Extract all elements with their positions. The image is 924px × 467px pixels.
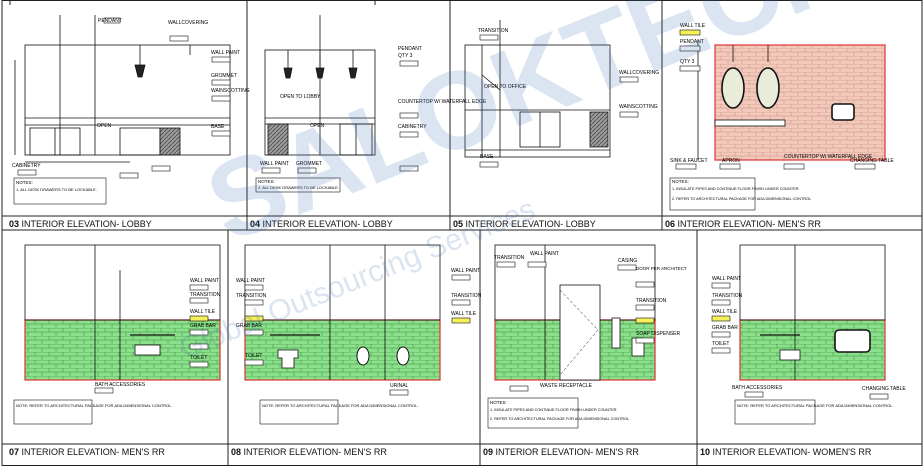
caption-08: 08 INTERIOR ELEVATION- MEN'S RR bbox=[231, 447, 387, 457]
svg-text:OPEN: OPEN bbox=[310, 123, 325, 129]
label-pendant-03: PENDANT bbox=[98, 18, 122, 24]
caption-10: 10 INTERIOR ELEVATION- WOMEN'S RR bbox=[700, 447, 872, 457]
svg-text:NOTES:: NOTES: bbox=[490, 400, 507, 405]
svg-text:COUNTERTOP W/ WATERFALL EDGE: COUNTERTOP W/ WATERFALL EDGE bbox=[398, 99, 487, 105]
caption-09: 09 INTERIOR ELEVATION- MEN'S RR bbox=[483, 447, 639, 457]
svg-text:BASE: BASE bbox=[211, 124, 225, 130]
svg-text:WALLCOVERING: WALLCOVERING bbox=[168, 20, 208, 26]
svg-text:NOTE: REFER TO ARCHITECTURAL P: NOTE: REFER TO ARCHITECTURAL PACKAGE FOR… bbox=[737, 403, 894, 408]
svg-text:WALL PAINT: WALL PAINT bbox=[260, 161, 289, 167]
svg-text:TOILET: TOILET bbox=[190, 355, 207, 361]
svg-text:PENDANT: PENDANT bbox=[398, 46, 422, 52]
svg-text:CABINETRY: CABINETRY bbox=[398, 124, 427, 130]
svg-text:WALL TILE: WALL TILE bbox=[712, 309, 738, 315]
svg-text:CHANGING TABLE: CHANGING TABLE bbox=[862, 386, 906, 392]
caption-03: 03 INTERIOR ELEVATION- LOBBY bbox=[9, 219, 152, 229]
svg-text:APRON: APRON bbox=[722, 158, 740, 164]
svg-text:SOAP DISPENSER: SOAP DISPENSER bbox=[636, 331, 680, 337]
svg-text:NOTES:: NOTES: bbox=[672, 179, 689, 184]
svg-text:TRANSITION: TRANSITION bbox=[712, 293, 743, 299]
elevation-05 bbox=[464, 20, 611, 158]
elevation-04 bbox=[264, 15, 376, 156]
svg-text:GRAB BAR: GRAB BAR bbox=[236, 323, 262, 329]
svg-text:WALL PAINT: WALL PAINT bbox=[530, 251, 559, 257]
svg-text:CABINETRY: CABINETRY bbox=[12, 163, 41, 169]
svg-text:DOOR PER ARCHITECT: DOOR PER ARCHITECT bbox=[636, 266, 687, 271]
caption-04: 04 INTERIOR ELEVATION- LOBBY bbox=[250, 219, 393, 229]
caption-07: 07 INTERIOR ELEVATION- MEN'S RR bbox=[9, 447, 165, 457]
svg-text:NOTE: REFER TO ARCHITECTURAL P: NOTE: REFER TO ARCHITECTURAL PACKAGE FOR… bbox=[16, 403, 173, 408]
svg-text:CASING: CASING bbox=[618, 258, 637, 264]
svg-text:TRANSITION: TRANSITION bbox=[190, 292, 221, 298]
svg-text:WALL PAINT: WALL PAINT bbox=[236, 278, 265, 284]
svg-text:BATH ACCESSORIES: BATH ACCESSORIES bbox=[732, 385, 783, 391]
svg-text:GROMMET: GROMMET bbox=[296, 161, 322, 167]
svg-text:OPEN: OPEN bbox=[97, 123, 112, 129]
svg-text:WALLCOVERING: WALLCOVERING bbox=[619, 70, 659, 76]
svg-text:PENDANT: PENDANT bbox=[680, 39, 704, 45]
svg-text:QTY 3: QTY 3 bbox=[398, 53, 413, 59]
svg-text:GROMMET: GROMMET bbox=[211, 73, 237, 79]
svg-text:TRANSITION: TRANSITION bbox=[478, 28, 509, 34]
svg-text:WAINSCOTTING: WAINSCOTTING bbox=[211, 88, 250, 94]
svg-text:WALL PAINT: WALL PAINT bbox=[211, 50, 240, 56]
svg-text:BASE: BASE bbox=[480, 154, 494, 160]
elevation-08 bbox=[244, 244, 441, 381]
svg-text:WALL PAINT: WALL PAINT bbox=[712, 276, 741, 282]
svg-text:URINAL: URINAL bbox=[390, 383, 409, 389]
svg-text:1. INSULATE PIPES AND CONTINUE: 1. INSULATE PIPES AND CONTINUE FLOOR FIN… bbox=[490, 408, 617, 412]
svg-text:TRANSITION: TRANSITION bbox=[636, 298, 667, 304]
svg-text:GRAB BAR: GRAB BAR bbox=[190, 323, 216, 329]
svg-text:QTY 3: QTY 3 bbox=[680, 59, 695, 65]
svg-text:TRANSITION: TRANSITION bbox=[451, 293, 482, 299]
elevation-10 bbox=[739, 244, 886, 381]
elevation-07 bbox=[24, 244, 221, 381]
svg-text:TRANSITION: TRANSITION bbox=[236, 293, 267, 299]
svg-text:WALL TILE: WALL TILE bbox=[190, 309, 216, 315]
elevation-03 bbox=[14, 15, 231, 163]
svg-text:OPEN TO OFFICE: OPEN TO OFFICE bbox=[484, 84, 527, 90]
elevation-09 bbox=[494, 244, 656, 381]
svg-text:COUNTERTOP W/ WATERFALL EDGE: COUNTERTOP W/ WATERFALL EDGE bbox=[784, 154, 873, 160]
caption-06: 06 INTERIOR ELEVATION- MEN'S RR bbox=[665, 219, 821, 229]
svg-text:WALL PAINT: WALL PAINT bbox=[190, 278, 219, 284]
svg-text:TOILET: TOILET bbox=[712, 341, 729, 347]
svg-text:NOTES:: NOTES: bbox=[16, 180, 33, 185]
svg-text:CHANGING TABLE: CHANGING TABLE bbox=[850, 158, 894, 164]
svg-text:NOTES:: NOTES: bbox=[258, 179, 275, 184]
svg-text:1. ALL DESK DRAWERS TO BE LOCK: 1. ALL DESK DRAWERS TO BE LOCKABLE. bbox=[16, 187, 97, 192]
svg-text:WAINSCOTTING: WAINSCOTTING bbox=[619, 104, 658, 110]
elevation-06 bbox=[697, 40, 886, 161]
svg-text:2. ALL DESK DRAWERS TO BE LOCK: 2. ALL DESK DRAWERS TO BE LOCKABLE. bbox=[258, 185, 339, 190]
svg-text:2. REFER TO ARCHITECTURAL PACK: 2. REFER TO ARCHITECTURAL PACKAGE FOR AD… bbox=[490, 417, 629, 421]
svg-text:BATH ACCESSORIES: BATH ACCESSORIES bbox=[95, 382, 146, 388]
svg-text:WALL TILE: WALL TILE bbox=[680, 23, 706, 29]
svg-text:TRANSITION: TRANSITION bbox=[494, 255, 525, 261]
svg-text:SINK & FAUCET: SINK & FAUCET bbox=[670, 158, 708, 164]
svg-text:WALL PAINT: WALL PAINT bbox=[451, 268, 480, 274]
svg-text:2. REFER TO ARCHITECTURAL PACK: 2. REFER TO ARCHITECTURAL PACKAGE FOR AD… bbox=[672, 197, 811, 201]
svg-text:OPEN TO LOBBY: OPEN TO LOBBY bbox=[280, 94, 321, 100]
caption-05: 05 INTERIOR ELEVATION- LOBBY bbox=[453, 219, 596, 229]
svg-text:GRAB BAR: GRAB BAR bbox=[712, 325, 738, 331]
svg-text:TOILET: TOILET bbox=[245, 353, 262, 359]
svg-text:NOTE: REFER TO ARCHITECTURAL P: NOTE: REFER TO ARCHITECTURAL PACKAGE FOR… bbox=[262, 403, 419, 408]
svg-text:WASTE RECEPTACLE: WASTE RECEPTACLE bbox=[540, 383, 593, 389]
svg-text:WALL TILE: WALL TILE bbox=[451, 311, 477, 317]
svg-text:1. INSULATE PIPES AND CONTINUE: 1. INSULATE PIPES AND CONTINUE FLOOR FIN… bbox=[672, 187, 799, 191]
